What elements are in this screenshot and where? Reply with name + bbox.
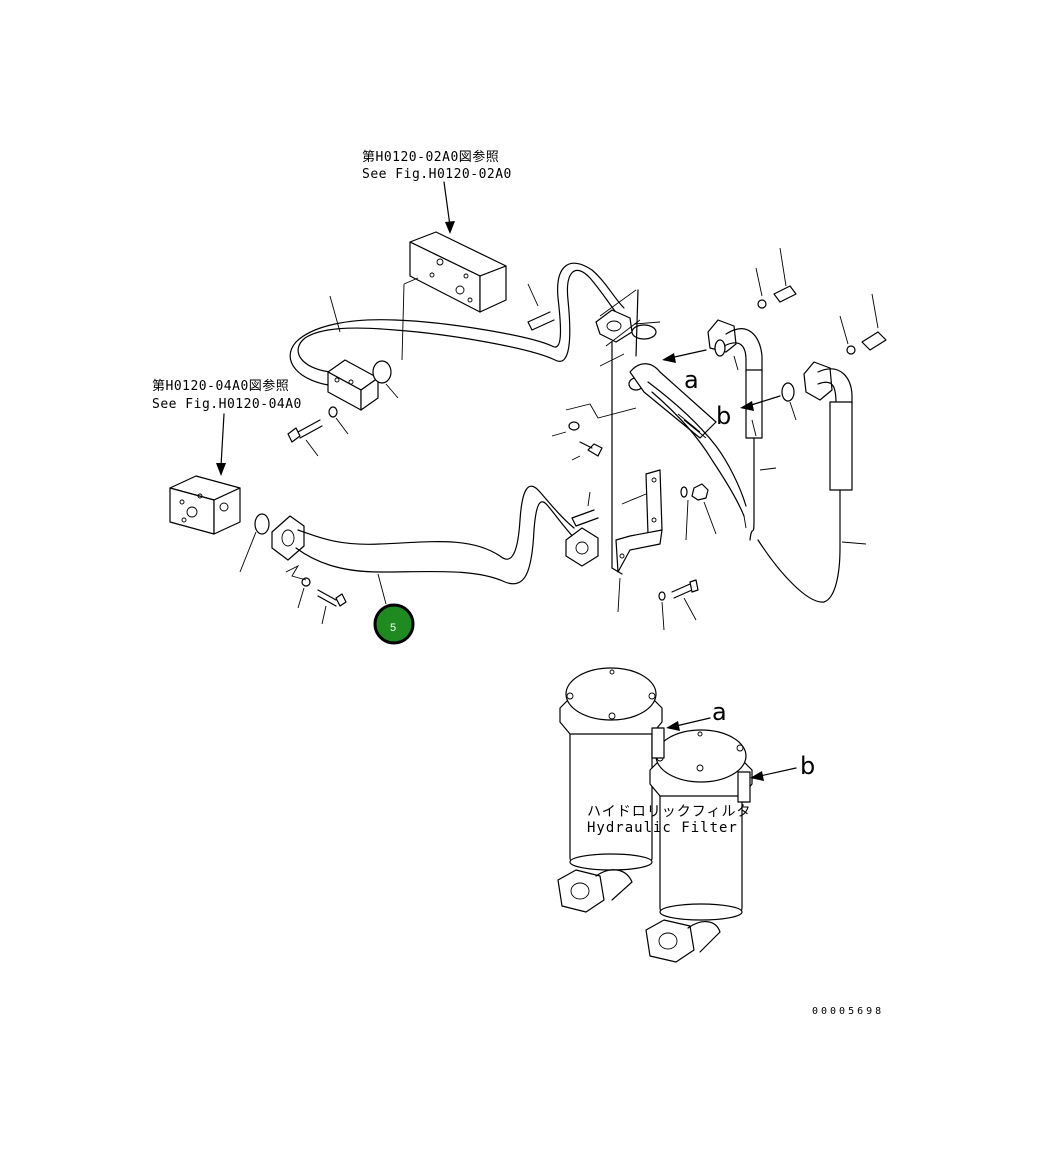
upper-pipe — [287, 262, 625, 457]
ref-left-jp: 第H0120-04A0図参照 — [152, 378, 289, 394]
marker-b-upper-label: b — [716, 402, 731, 430]
upper-valve-block — [409, 231, 507, 313]
drawing-code: 00005698 — [812, 1006, 884, 1017]
upper-flange — [527, 283, 661, 347]
marker-a-upper-label: a — [684, 366, 699, 394]
ref-upper-arrow — [443, 181, 455, 234]
lower-pipe — [271, 485, 599, 625]
ref-left-en: See Fig.H0120-04A0 — [152, 397, 302, 412]
marker-a-filter: a — [666, 698, 727, 731]
marker-b-upper: b — [716, 395, 781, 430]
hydraulic-filter-rear — [557, 667, 663, 913]
filter-label-jp: ハイドロリックフィルタ — [587, 804, 751, 820]
callout-5[interactable]: 5 — [373, 603, 415, 645]
hose-b — [757, 293, 887, 603]
support-bracket — [615, 469, 717, 631]
marker-a-upper: a — [662, 349, 707, 394]
left-valve-block — [169, 475, 270, 573]
ref-upper-jp: 第H0120-02A0図参照 — [362, 149, 499, 165]
callout-5-number: 5 — [390, 622, 396, 634]
frame-bolts — [551, 421, 603, 461]
filter-label-en: Hydraulic Filter — [587, 820, 738, 836]
marker-a-filter-label: a — [712, 698, 727, 726]
hydraulic-filter-front — [645, 727, 753, 963]
hose-a — [628, 363, 747, 529]
frame-plate — [565, 289, 639, 575]
marker-b-filter: b — [750, 752, 815, 781]
marker-b-filter-label: b — [800, 752, 815, 780]
ref-left-arrow — [216, 413, 226, 476]
ref-upper-en: See Fig.H0120-02A0 — [362, 167, 512, 182]
